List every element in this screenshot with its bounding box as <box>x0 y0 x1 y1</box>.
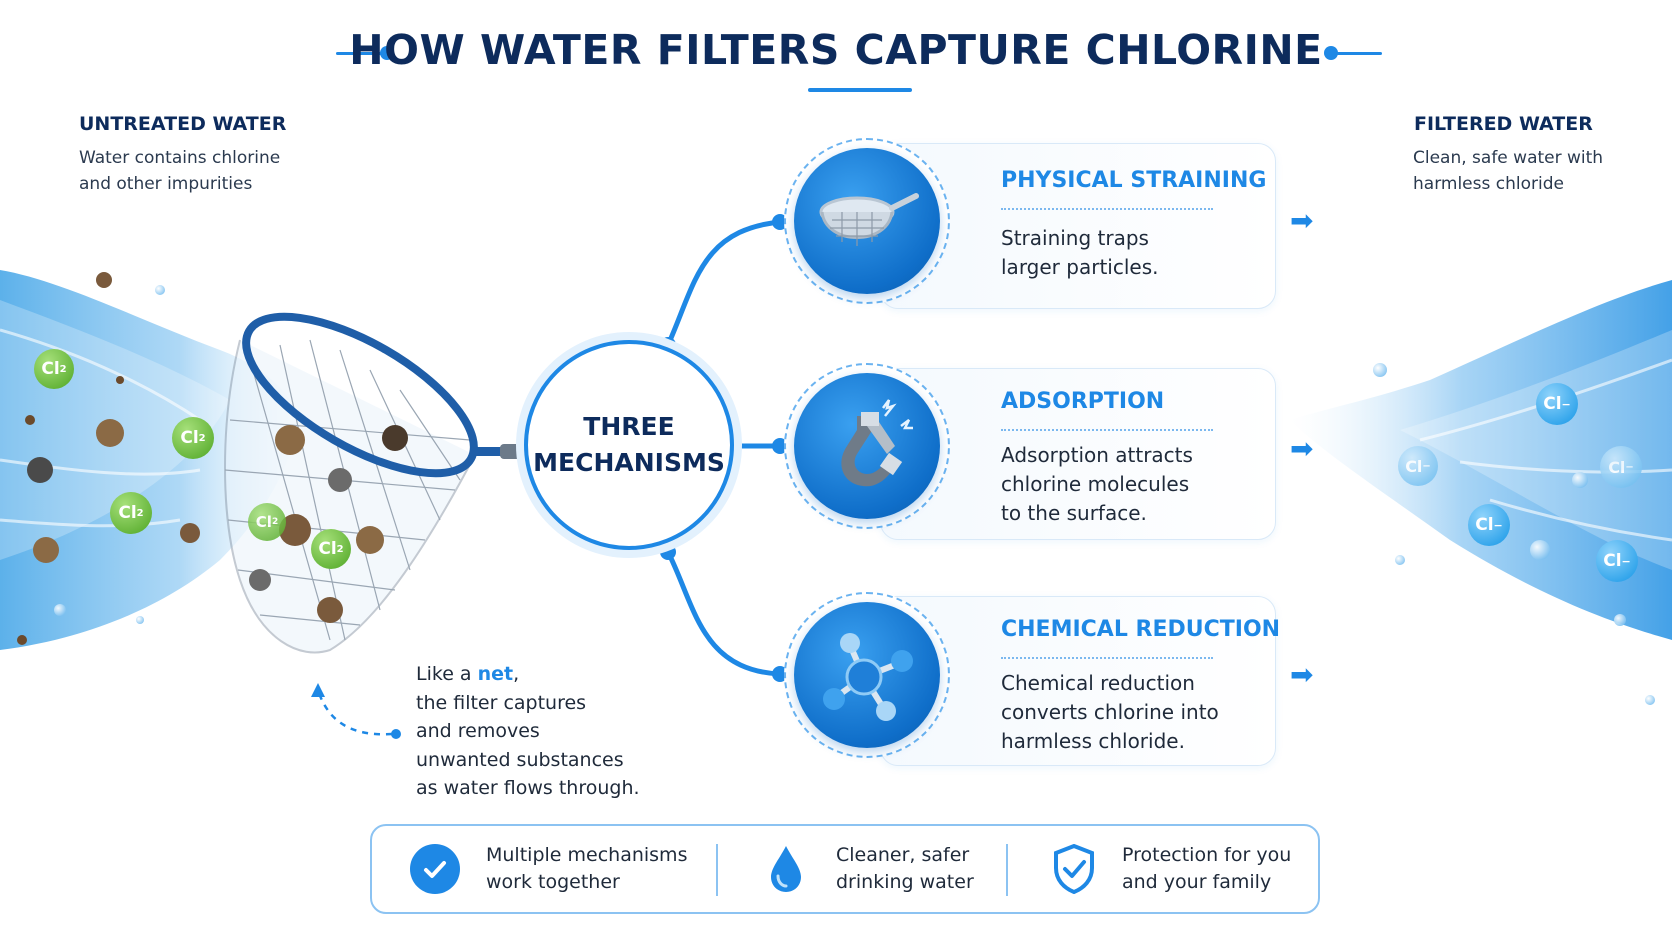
page-title: HOW WATER FILTERS CAPTURE CHLORINE <box>349 26 1323 74</box>
shield-check-icon <box>1052 844 1096 894</box>
filtered-heading: FILTERED WATER <box>1414 113 1593 135</box>
mechanism-title: ADSORPTION <box>1001 389 1165 414</box>
molecule-icon <box>794 602 940 748</box>
net-caption: Like a net, the filter captures and remo… <box>416 663 640 799</box>
mechanism-divider <box>1001 657 1213 659</box>
title-wrap: HOW WATER FILTERS CAPTURE CHLORINE <box>0 26 1672 74</box>
three-mechanisms-hub: THREE MECHANISMS <box>524 340 734 550</box>
net-illustration <box>224 312 532 654</box>
net-pointer <box>316 689 393 736</box>
title-left-dot <box>380 46 394 60</box>
benefit-separator <box>1006 844 1008 896</box>
water-drop-icon <box>766 844 806 894</box>
benefit-item: Multiple mechanisms work together <box>410 826 696 912</box>
mechanism-icon-frame <box>784 138 950 304</box>
filtered-water-splash <box>1290 280 1672 640</box>
benefit-item: Cleaner, safer drinking water <box>766 826 1046 912</box>
untreated-description: Water contains chlorine and other impuri… <box>79 148 281 194</box>
mechanism-title: CHEMICAL REDUCTION <box>1001 617 1281 642</box>
title-left-line <box>336 52 394 55</box>
mechanism-icon-frame <box>784 592 950 758</box>
benefit-separator <box>716 844 718 896</box>
mechanism-description: Straining traps larger particles. <box>1001 226 1159 279</box>
benefit-item: Protection for you and your family <box>1052 826 1332 912</box>
hub-label: THREE MECHANISMS <box>533 412 725 477</box>
impurity-particles <box>17 272 200 645</box>
output-arrow: ➡ <box>1290 658 1314 691</box>
chloride-badge: Cl− <box>1596 540 1638 582</box>
magnet-icon <box>794 373 940 519</box>
strainer-icon <box>794 148 940 294</box>
mechanism-divider <box>1001 429 1213 431</box>
chloride-badge: Cl− <box>1398 446 1438 486</box>
untreated-heading: UNTREATED WATER <box>79 113 287 135</box>
chloride-badge: Cl− <box>1536 383 1578 425</box>
check-circle-icon <box>410 844 460 894</box>
benefits-bar: Multiple mechanisms work together Cleane… <box>370 824 1320 914</box>
chloride-badge: Cl− <box>1600 446 1642 488</box>
title-right-line <box>1330 52 1382 55</box>
title-underline <box>808 88 912 92</box>
mechanism-icon-frame <box>784 363 950 529</box>
benefit-text: Cleaner, safer drinking water <box>836 844 974 893</box>
mechanism-divider <box>1001 208 1213 210</box>
mechanism-description: Chemical reduction converts chlorine int… <box>1001 671 1219 753</box>
output-arrow: ➡ <box>1290 204 1314 237</box>
benefit-text: Multiple mechanisms work together <box>486 844 688 893</box>
bubbles <box>54 285 1655 705</box>
benefit-text: Protection for you and your family <box>1122 844 1292 893</box>
filtered-description: Clean, safe water with harmless chloride <box>1413 148 1604 194</box>
mechanism-title: PHYSICAL STRAINING <box>1001 168 1267 193</box>
output-arrow: ➡ <box>1290 432 1314 465</box>
chloride-badge: Cl− <box>1468 504 1510 546</box>
mechanism-description: Adsorption attracts chlorine molecules t… <box>1001 443 1193 525</box>
